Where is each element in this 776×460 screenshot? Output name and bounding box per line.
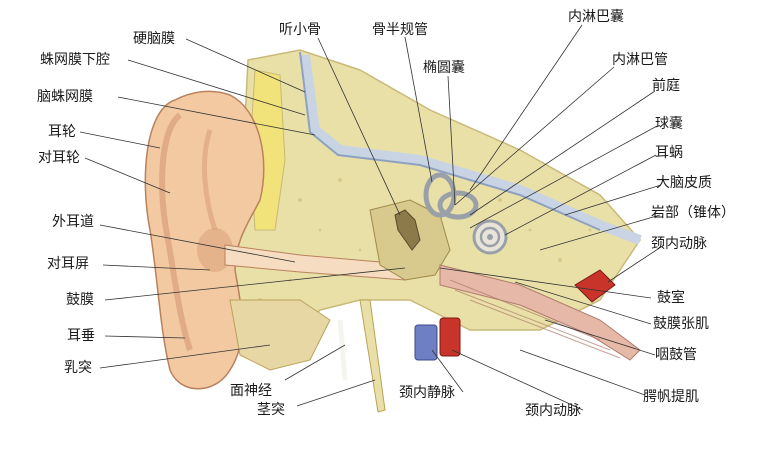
label-mastoid: 乳突 (64, 360, 92, 376)
label-arachnoid: 脑蛛网膜 (37, 89, 93, 105)
concha (197, 228, 233, 272)
label-endolymphatic-sac: 内淋巴囊 (568, 9, 624, 25)
styloid-process (359, 299, 386, 413)
leader-lines (79, 24, 665, 411)
label-tympanic-cavity: 鼓室 (657, 290, 685, 306)
label-facial-nerve: 面神经 (230, 383, 272, 399)
label-antitragus: 对耳屏 (47, 256, 89, 272)
label-saccule: 球囊 (655, 116, 683, 132)
helix-fold (159, 112, 193, 351)
meninges-band (300, 54, 642, 245)
label-external-canal: 外耳道 (52, 214, 94, 230)
facial-nerve (337, 319, 348, 381)
label-semicircular-canals: 骨半规管 (372, 22, 428, 38)
label-cochlea: 耳蜗 (655, 145, 683, 161)
label-antihelix: 对耳轮 (38, 150, 80, 166)
internal-carotid-artery-upper (574, 269, 616, 303)
label-cerebral-cortex: 大脑皮质 (656, 175, 712, 191)
label-vestibule: 前庭 (652, 78, 680, 94)
label-subarachnoid-space: 蛛网膜下腔 (40, 52, 110, 68)
cochlea (472, 219, 508, 255)
eustachian-tube-muscles (439, 264, 641, 361)
label-tympanic-membrane: 鼓膜 (66, 292, 94, 308)
antihelix-fold (202, 129, 218, 231)
label-internal-carotid-top: 颈内动脉 (651, 236, 707, 252)
label-eustachian-tube: 咽鼓管 (655, 347, 697, 363)
internal-carotid-artery-lower (439, 317, 461, 357)
semicircular-canals (423, 172, 479, 220)
label-helix: 耳轮 (48, 124, 76, 140)
label-levator-veli: 腭帆提肌 (643, 389, 699, 405)
label-ossicles: 听小骨 (279, 22, 321, 38)
label-internal-jugular: 颈内静脉 (399, 385, 455, 401)
label-endolymphatic-duct: 内淋巴管 (612, 52, 668, 68)
internal-jugular-vein (414, 324, 438, 361)
label-tensor-tympani: 鼓膜张肌 (653, 316, 709, 332)
dura-line (299, 51, 601, 231)
label-earlobe: 耳垂 (67, 328, 95, 344)
ossicles (394, 209, 421, 251)
mastoid-region (229, 299, 331, 371)
muscle-fibers (449, 279, 621, 359)
label-utricle: 椭圆囊 (423, 60, 465, 76)
label-styloid: 茎突 (257, 402, 285, 418)
label-dura-mater: 硬脑膜 (133, 31, 175, 47)
label-petrous-part: 岩部（锥体） (651, 205, 735, 221)
label-internal-carotid-bottom: 颈内动脉 (525, 403, 581, 419)
